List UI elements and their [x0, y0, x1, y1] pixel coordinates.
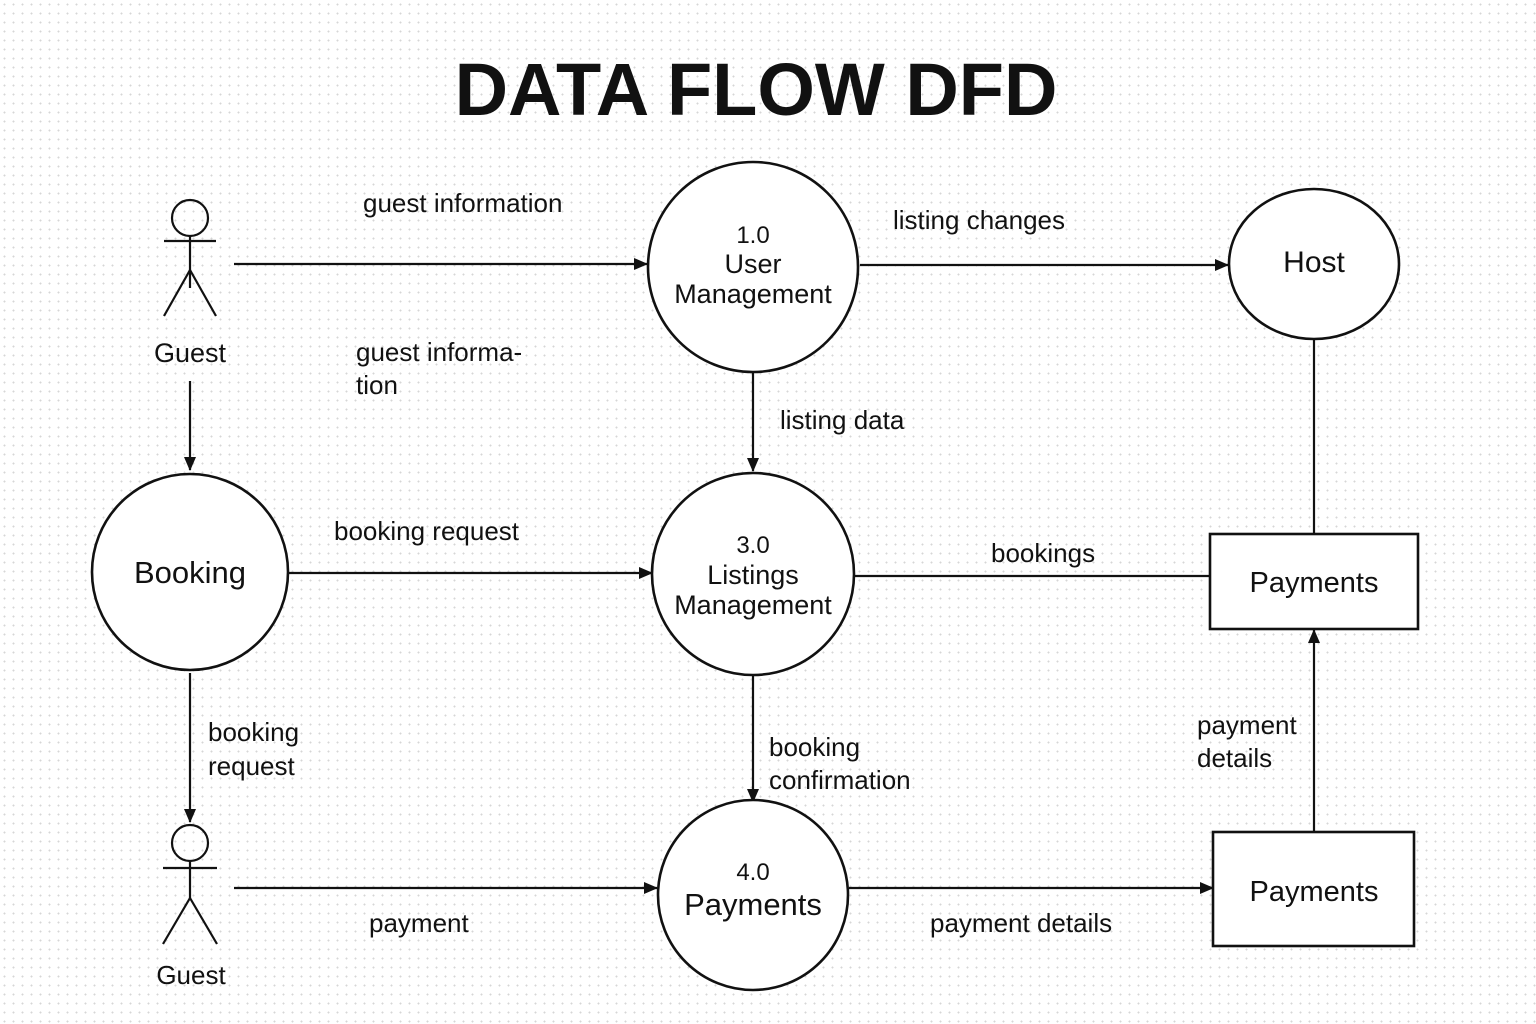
- store-payments-lower: Payments: [1211, 830, 1416, 948]
- store-label: Payments: [1250, 567, 1379, 599]
- label-payment-details: payment details: [930, 908, 1112, 938]
- label-booking-request-v2: request: [208, 751, 295, 781]
- label-payment: payment: [369, 908, 469, 938]
- process-number: 1.0: [736, 222, 769, 249]
- actor-head: [170, 823, 210, 863]
- process-label-line2: Management: [674, 279, 832, 309]
- label-booking-confirmation-1: booking: [769, 732, 860, 762]
- process-user-management: 1.0 User Management: [646, 160, 860, 374]
- label-payment-details-v1: payment: [1197, 710, 1297, 740]
- label-listing-data: listing data: [780, 405, 905, 435]
- label-booking-request: booking request: [334, 516, 520, 546]
- store-label: Payments: [1250, 876, 1379, 908]
- store-payments-upper: Payments: [1208, 532, 1420, 631]
- label-listing-changes: listing changes: [893, 205, 1065, 235]
- label-guest-information-wrapped-2: tion: [356, 370, 398, 400]
- label-booking-request-v1: booking: [208, 717, 299, 747]
- process-booking: Booking: [90, 472, 290, 672]
- process-label: Payments: [684, 887, 822, 922]
- process-label-line2: Management: [674, 590, 832, 620]
- process-number: 4.0: [736, 859, 769, 886]
- diagram-title: DATA FLOW DFD: [455, 48, 1058, 131]
- process-number: 3.0: [736, 532, 769, 559]
- guest-actor-bottom: Guest: [156, 823, 226, 990]
- booking-label: Booking: [134, 555, 246, 590]
- host-label: Host: [1283, 246, 1345, 279]
- label-bookings: bookings: [991, 538, 1095, 568]
- guest-top-label: Guest: [154, 338, 227, 368]
- label-guest-information-wrapped-1: guest informa-: [356, 337, 522, 367]
- guest-bottom-label: Guest: [156, 960, 226, 990]
- process-label-line1: Listings: [707, 560, 799, 590]
- process-label-line1: User: [724, 249, 781, 279]
- label-guest-information: guest information: [363, 188, 562, 218]
- entity-host: Host: [1227, 187, 1401, 341]
- guest-actor-top: Guest: [154, 198, 227, 368]
- label-payment-details-v2: details: [1197, 743, 1272, 773]
- process-listings-management: 3.0 Listings Management: [650, 471, 856, 677]
- process-payments: 4.0 Payments: [656, 798, 850, 992]
- label-booking-confirmation-2: confirmation: [769, 765, 911, 795]
- actor-head: [170, 198, 210, 238]
